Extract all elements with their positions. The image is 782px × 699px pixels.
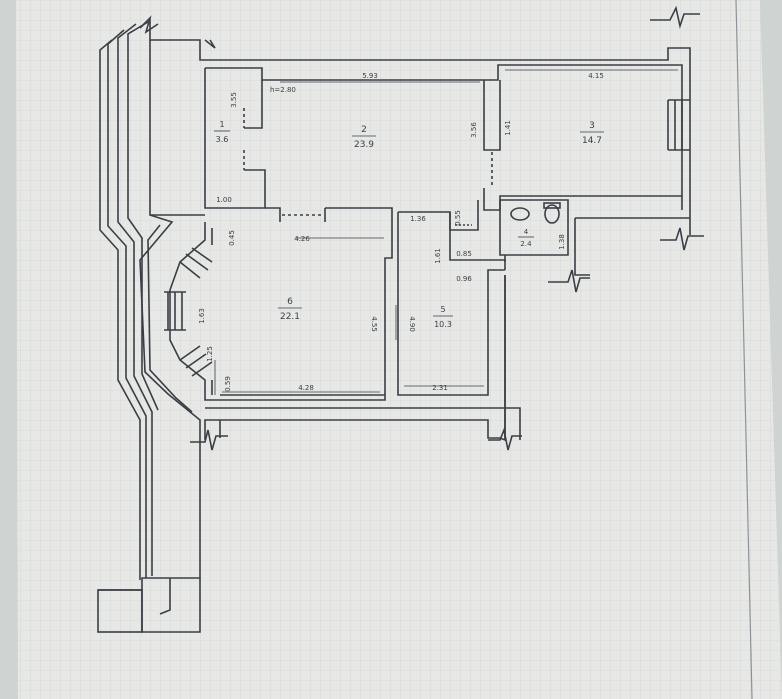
dim-1-00: 1.00	[216, 196, 232, 204]
dim-3-56: 3.56	[470, 122, 478, 138]
toilet-icon	[544, 204, 560, 224]
dim-1-41: 1.41	[504, 120, 512, 136]
paper-edge	[735, 0, 753, 699]
dim-0-45: 0.45	[228, 230, 236, 246]
toilet-tank-icon	[543, 202, 561, 209]
stair-flights	[99, 39, 141, 580]
dim-lines	[214, 69, 678, 395]
break-mark-right-2	[548, 269, 590, 293]
dim-1-36: 1.36	[410, 215, 426, 223]
break-mark-bottom-right	[488, 427, 522, 451]
dim-5-93: 5.93	[362, 72, 378, 80]
entrance-outline	[98, 577, 201, 633]
dim-4-26: 4.26	[294, 235, 310, 243]
dim-2-31: 2.31	[432, 384, 448, 392]
window-6-b	[164, 291, 186, 331]
sink-icon	[510, 207, 530, 221]
break-mark-top-right	[650, 5, 700, 29]
dim-h-2-80: h=2.80	[270, 86, 296, 94]
plan-drawing	[97, 5, 704, 633]
room-5-number: 5	[440, 305, 445, 314]
partition-2-6	[265, 207, 393, 222]
outer-wall-bottom	[204, 275, 506, 442]
room-5-area: 10.3	[434, 320, 452, 329]
room-6-inner	[211, 228, 385, 396]
outer-wall-top	[149, 18, 691, 235]
outer-wall-top-inner	[205, 64, 683, 210]
room-1-number: 1	[219, 120, 224, 129]
break-mark-right-1	[660, 227, 704, 251]
dim-3-55: 3.55	[230, 92, 238, 108]
room-3-number: 3	[589, 121, 595, 131]
dim-4-55: 4.55	[370, 316, 378, 332]
room-6-walls	[169, 220, 393, 401]
dim-1-61: 1.61	[434, 248, 442, 264]
stair-flight-2	[107, 29, 147, 578]
room-6-area: 22.1	[280, 312, 300, 322]
room-2-area: 23.9	[354, 140, 374, 150]
room-4-wall-right	[574, 217, 690, 276]
dim-1-38: 1.38	[558, 234, 566, 250]
room-4-area: 2.4	[520, 240, 532, 248]
window-room-3	[667, 99, 690, 151]
stair-landing-inner	[147, 224, 193, 413]
room-labels: 1 3.6 2 23.9 3 14.7 4 2.4 5 10.3 6 22.1	[214, 120, 604, 329]
stair-flight-4	[127, 21, 159, 411]
dimension-labels: 3.55 h=2.80 5.93 4.15 3.56 1.41 1.00 4.2…	[198, 72, 604, 392]
dim-1-25: 1.25	[206, 346, 214, 362]
dim-0-85: 0.85	[456, 250, 472, 258]
grid-paper	[16, 0, 782, 699]
dim-0-55: 0.55	[454, 210, 462, 226]
dim-4-28: 4.28	[298, 384, 314, 392]
outer-wall-bottom-line	[205, 407, 521, 440]
stair-landing-wall	[139, 214, 201, 578]
break-mark-bottom-left	[190, 429, 228, 451]
stair-flight-3	[117, 23, 153, 576]
room-3-area: 14.7	[582, 136, 602, 146]
room-6-number: 6	[287, 297, 293, 307]
room-2-number: 2	[361, 125, 367, 135]
dim-0-59: 0.59	[224, 376, 232, 392]
dim-1-63: 1.63	[198, 308, 206, 324]
window-6-a	[179, 247, 213, 279]
window-6-c	[179, 345, 213, 377]
room-1-area: 3.6	[216, 135, 229, 144]
dim-4-90: 4.90	[408, 316, 416, 332]
room-4-walls	[499, 199, 569, 256]
break-mark-top-mid	[204, 39, 216, 49]
room-4-number: 4	[524, 228, 529, 236]
dim-0-96: 0.96	[456, 275, 472, 283]
dim-4-15: 4.15	[588, 72, 604, 80]
